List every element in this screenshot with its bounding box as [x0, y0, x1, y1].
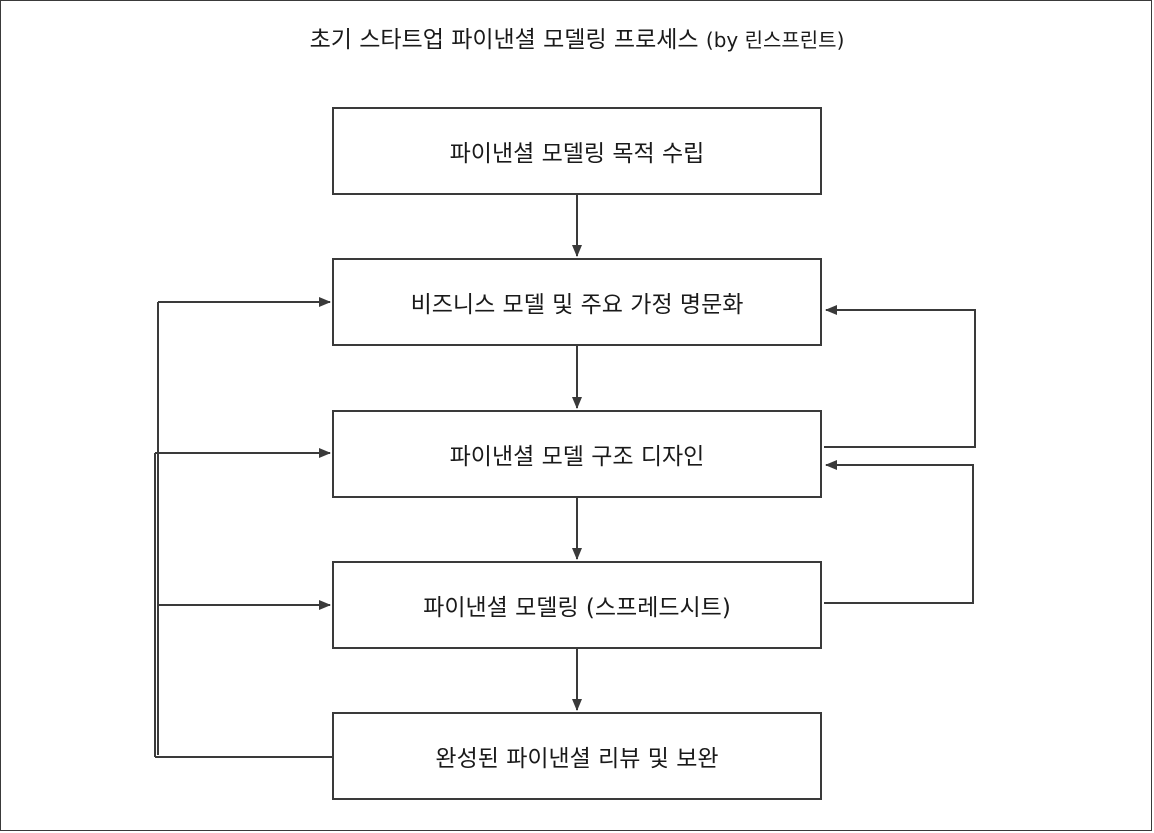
- step-box-2: 비즈니스 모델 및 주요 가정 명문화: [332, 258, 822, 346]
- step-box-5: 완성된 파이낸셜 리뷰 및 보완: [332, 712, 822, 800]
- title-sub: (by 린스프린트): [705, 28, 845, 52]
- step-label-5: 완성된 파이낸셜 리뷰 및 보완: [435, 746, 719, 772]
- step-box-4: 파이낸셜 모델링 (스프레드시트): [332, 561, 822, 649]
- title-main: 초기 스타트업 파이낸셜 모델링 프로세스: [309, 27, 699, 53]
- feedback-step4-to-step3: [824, 460, 974, 604]
- feedback-step3-to-step2: [824, 305, 976, 448]
- step-label-4: 파이낸셜 모델링 (스프레드시트): [423, 595, 731, 621]
- step-box-1: 파이낸셜 모델링 목적 수립: [332, 107, 822, 195]
- step-label-3: 파이낸셜 모델 구조 디자인: [449, 444, 705, 470]
- step-box-3: 파이낸셜 모델 구조 디자인: [332, 410, 822, 498]
- step-label-2: 비즈니스 모델 및 주요 가정 명문화: [410, 292, 744, 318]
- diagram-title: 초기 스타트업 파이낸셜 모델링 프로세스 (by 린스프린트): [0, 20, 1154, 54]
- step-label-1: 파이낸셜 모델링 목적 수립: [449, 141, 705, 167]
